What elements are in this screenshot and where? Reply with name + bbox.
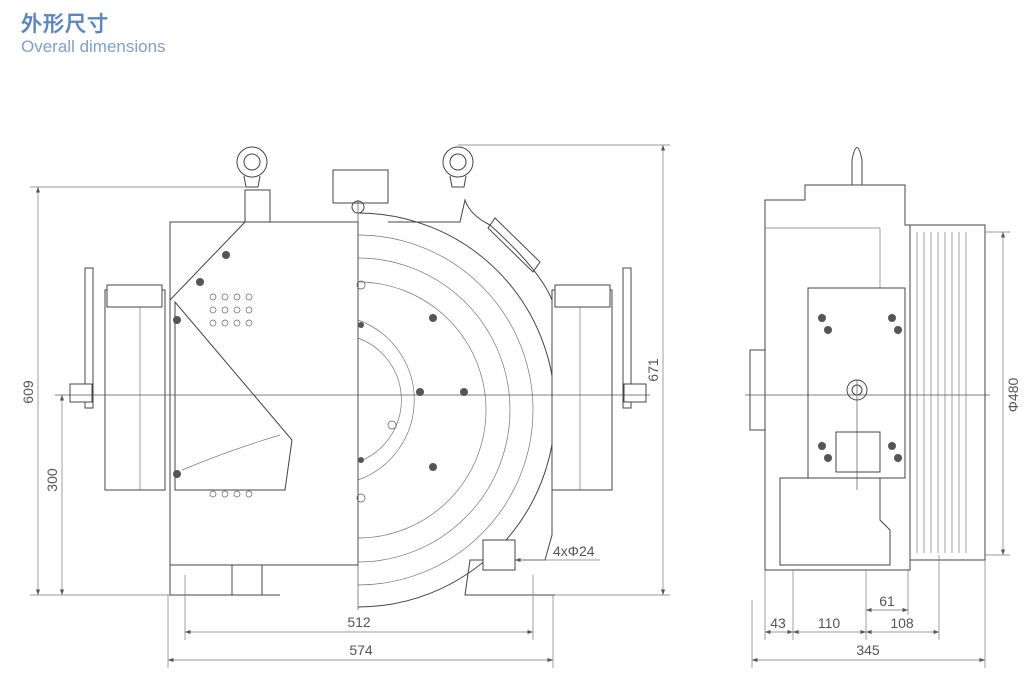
- dim-43: 43: [770, 615, 786, 631]
- vent-holes: [209, 293, 253, 498]
- side-view: Φ480 61 43 110 108 345: [745, 147, 1021, 668]
- dim-61: 61: [879, 593, 895, 609]
- dim-609: 609: [20, 380, 36, 404]
- dim-512: 512: [347, 614, 371, 630]
- dim-mount-holes: 4xΦ24: [553, 543, 595, 559]
- dim-671: 671: [645, 358, 661, 382]
- motor-body: [764, 184, 911, 571]
- lifting-eye-right: [442, 146, 474, 188]
- sheave-outer: [357, 212, 556, 608]
- dim-345: 345: [856, 642, 880, 658]
- brake-left: [69, 267, 166, 491]
- top-bracket: [332, 169, 389, 204]
- base-housing: [779, 477, 891, 566]
- brake-right: [551, 267, 647, 491]
- dim-sheave-diameter: Φ480: [1005, 378, 1021, 413]
- traction-sheave: [909, 224, 986, 561]
- front-view: 609 300 671 512 574 4xΦ24: [20, 144, 670, 668]
- dim-110: 110: [818, 615, 841, 631]
- dim-108: 108: [890, 615, 914, 631]
- dim-574: 574: [349, 642, 373, 658]
- page-subtitle: Overall dimensions: [21, 37, 166, 56]
- mount-foot: [482, 539, 516, 571]
- page-title: 外形尺寸: [21, 13, 109, 36]
- encoder-cover: [169, 221, 359, 566]
- dim-300: 300: [44, 468, 60, 492]
- bolts: [173, 251, 468, 503]
- lifting-eye-left: [236, 146, 268, 188]
- side-lifting-eye: [851, 147, 863, 185]
